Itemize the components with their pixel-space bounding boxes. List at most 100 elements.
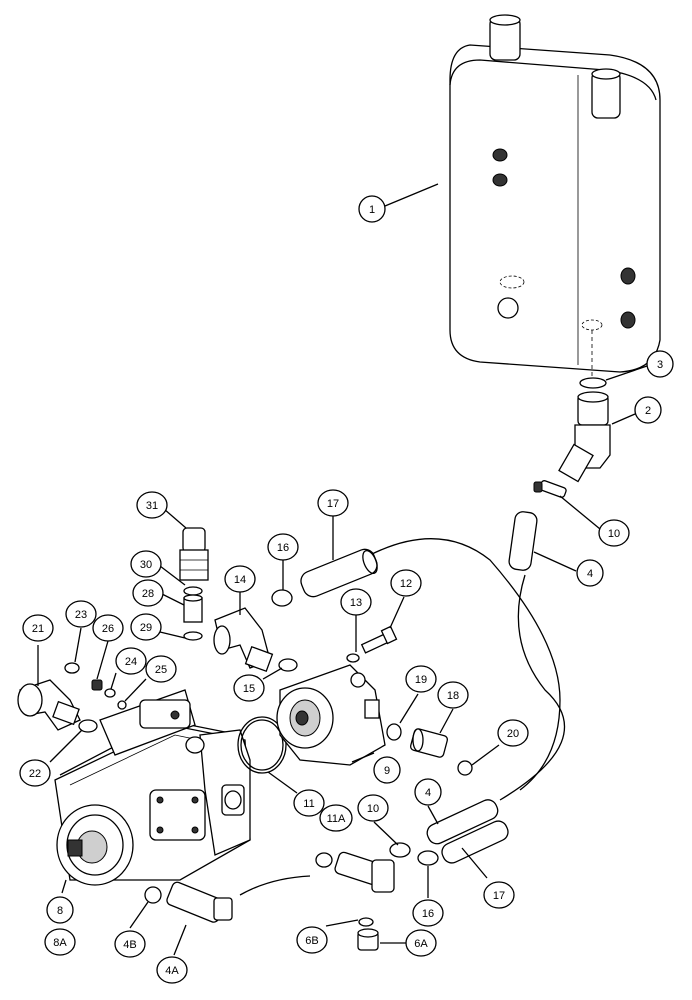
- svg-text:9: 9: [384, 765, 390, 777]
- callout-19[interactable]: 19: [405, 665, 437, 693]
- callout-21[interactable]: 21: [22, 614, 54, 642]
- o-ring-22: [78, 719, 98, 733]
- callout-4-upper[interactable]: 4: [576, 559, 604, 587]
- callout-13[interactable]: 13: [340, 588, 372, 616]
- callout-9[interactable]: 9: [373, 756, 401, 784]
- callout-23[interactable]: 23: [65, 600, 97, 628]
- callout-11A[interactable]: 11A: [319, 804, 353, 832]
- hydrostatic-pump-8: [54, 689, 251, 886]
- svg-text:17: 17: [493, 890, 505, 902]
- tee-fitting-6: [334, 851, 395, 893]
- callout-14[interactable]: 14: [224, 565, 256, 593]
- svg-text:16: 16: [277, 542, 289, 554]
- callout-30[interactable]: 30: [130, 550, 162, 578]
- svg-text:13: 13: [350, 597, 362, 609]
- svg-text:30: 30: [140, 559, 152, 571]
- return-line: [499, 574, 566, 801]
- svg-text:11: 11: [303, 798, 314, 810]
- callout-8[interactable]: 8: [46, 896, 74, 924]
- o-ring-30: [183, 586, 203, 596]
- elbow-fitting-21: [17, 679, 81, 731]
- callout-16-lower[interactable]: 16: [412, 899, 444, 927]
- callout-20[interactable]: 20: [497, 719, 529, 747]
- o-ring-15: [278, 658, 298, 672]
- adapter-28: [183, 594, 203, 623]
- leader-lines: [37, 183, 648, 956]
- tank-outlet-fitting-2: [558, 391, 611, 483]
- o-ring-24: [104, 688, 116, 698]
- hydraulic-reservoir-tank: [449, 14, 661, 378]
- callout-8A[interactable]: 8A: [44, 928, 76, 956]
- charge-pump-9: [276, 664, 386, 766]
- fitting-4A: [166, 881, 233, 923]
- hose-17-upper: [300, 548, 378, 598]
- callout-10-lower[interactable]: 10: [357, 794, 389, 822]
- svg-text:6A: 6A: [414, 938, 428, 950]
- callout-bubbles: 1 2 3 10 4 31 17 16 30 14 12 28 13 29 21…: [19, 195, 674, 984]
- o-ring-20: [457, 760, 473, 776]
- callout-2[interactable]: 2: [634, 396, 662, 424]
- callout-16-upper[interactable]: 16: [267, 533, 299, 561]
- svg-text:12: 12: [400, 578, 412, 590]
- callout-4-lower[interactable]: 4: [414, 778, 442, 806]
- svg-text:8: 8: [57, 905, 63, 917]
- callout-24[interactable]: 24: [115, 647, 147, 675]
- svg-text:4: 4: [587, 568, 593, 580]
- svg-text:28: 28: [142, 588, 154, 600]
- callout-11[interactable]: 11: [293, 789, 325, 817]
- o-ring-23: [64, 662, 80, 674]
- o-ring-6B: [358, 917, 374, 927]
- svg-text:21: 21: [32, 623, 44, 635]
- svg-text:18: 18: [447, 690, 459, 702]
- fitting-26: [91, 679, 103, 691]
- o-ring-11: [237, 716, 287, 774]
- o-ring-19: [386, 723, 402, 741]
- callout-6B[interactable]: 6B: [296, 926, 328, 954]
- callout-29[interactable]: 29: [130, 613, 162, 641]
- hose-17-lower: [441, 820, 509, 864]
- svg-text:14: 14: [234, 574, 246, 586]
- svg-text:2: 2: [645, 405, 651, 417]
- svg-text:23: 23: [75, 609, 87, 621]
- callout-15[interactable]: 15: [233, 674, 265, 702]
- bolt-12: [360, 625, 398, 654]
- callout-18[interactable]: 18: [437, 681, 469, 709]
- svg-text:10: 10: [367, 803, 379, 815]
- svg-text:11A: 11A: [327, 813, 346, 825]
- svg-text:4: 4: [425, 787, 431, 799]
- callout-6A[interactable]: 6A: [405, 929, 437, 957]
- svg-text:29: 29: [140, 622, 152, 634]
- o-ring-29: [183, 631, 203, 641]
- callout-4B[interactable]: 4B: [114, 930, 146, 958]
- svg-text:20: 20: [507, 728, 519, 740]
- plug-6A: [357, 928, 379, 951]
- hose-clamp-16-upper: [271, 589, 293, 607]
- callout-4A[interactable]: 4A: [156, 956, 188, 984]
- callout-28[interactable]: 28: [132, 579, 164, 607]
- o-ring-25: [117, 700, 127, 710]
- svg-text:16: 16: [422, 908, 434, 920]
- hose-clamp-fitting-10-upper: [533, 480, 567, 498]
- svg-text:19: 19: [415, 674, 427, 686]
- callout-25[interactable]: 25: [145, 655, 177, 683]
- elbow-fitting-14: [213, 607, 274, 673]
- svg-text:25: 25: [155, 664, 167, 676]
- hose-4-lower: [426, 799, 499, 845]
- hose-clamp-16-lower: [417, 850, 439, 866]
- callout-12[interactable]: 12: [390, 569, 422, 597]
- callout-22[interactable]: 22: [19, 759, 51, 787]
- svg-text:8A: 8A: [53, 937, 67, 949]
- callout-31[interactable]: 31: [136, 491, 168, 519]
- washer-13: [346, 653, 360, 663]
- callout-10-upper[interactable]: 10: [598, 519, 630, 547]
- callout-3[interactable]: 3: [646, 350, 674, 378]
- callout-17-upper[interactable]: 17: [317, 489, 349, 517]
- o-ring-lower: [315, 852, 333, 868]
- callout-1[interactable]: 1: [358, 195, 386, 223]
- callout-17-lower[interactable]: 17: [483, 881, 515, 909]
- svg-text:10: 10: [608, 528, 620, 540]
- callout-26[interactable]: 26: [92, 614, 124, 642]
- hose-4-upper: [508, 511, 538, 571]
- svg-text:17: 17: [327, 498, 339, 510]
